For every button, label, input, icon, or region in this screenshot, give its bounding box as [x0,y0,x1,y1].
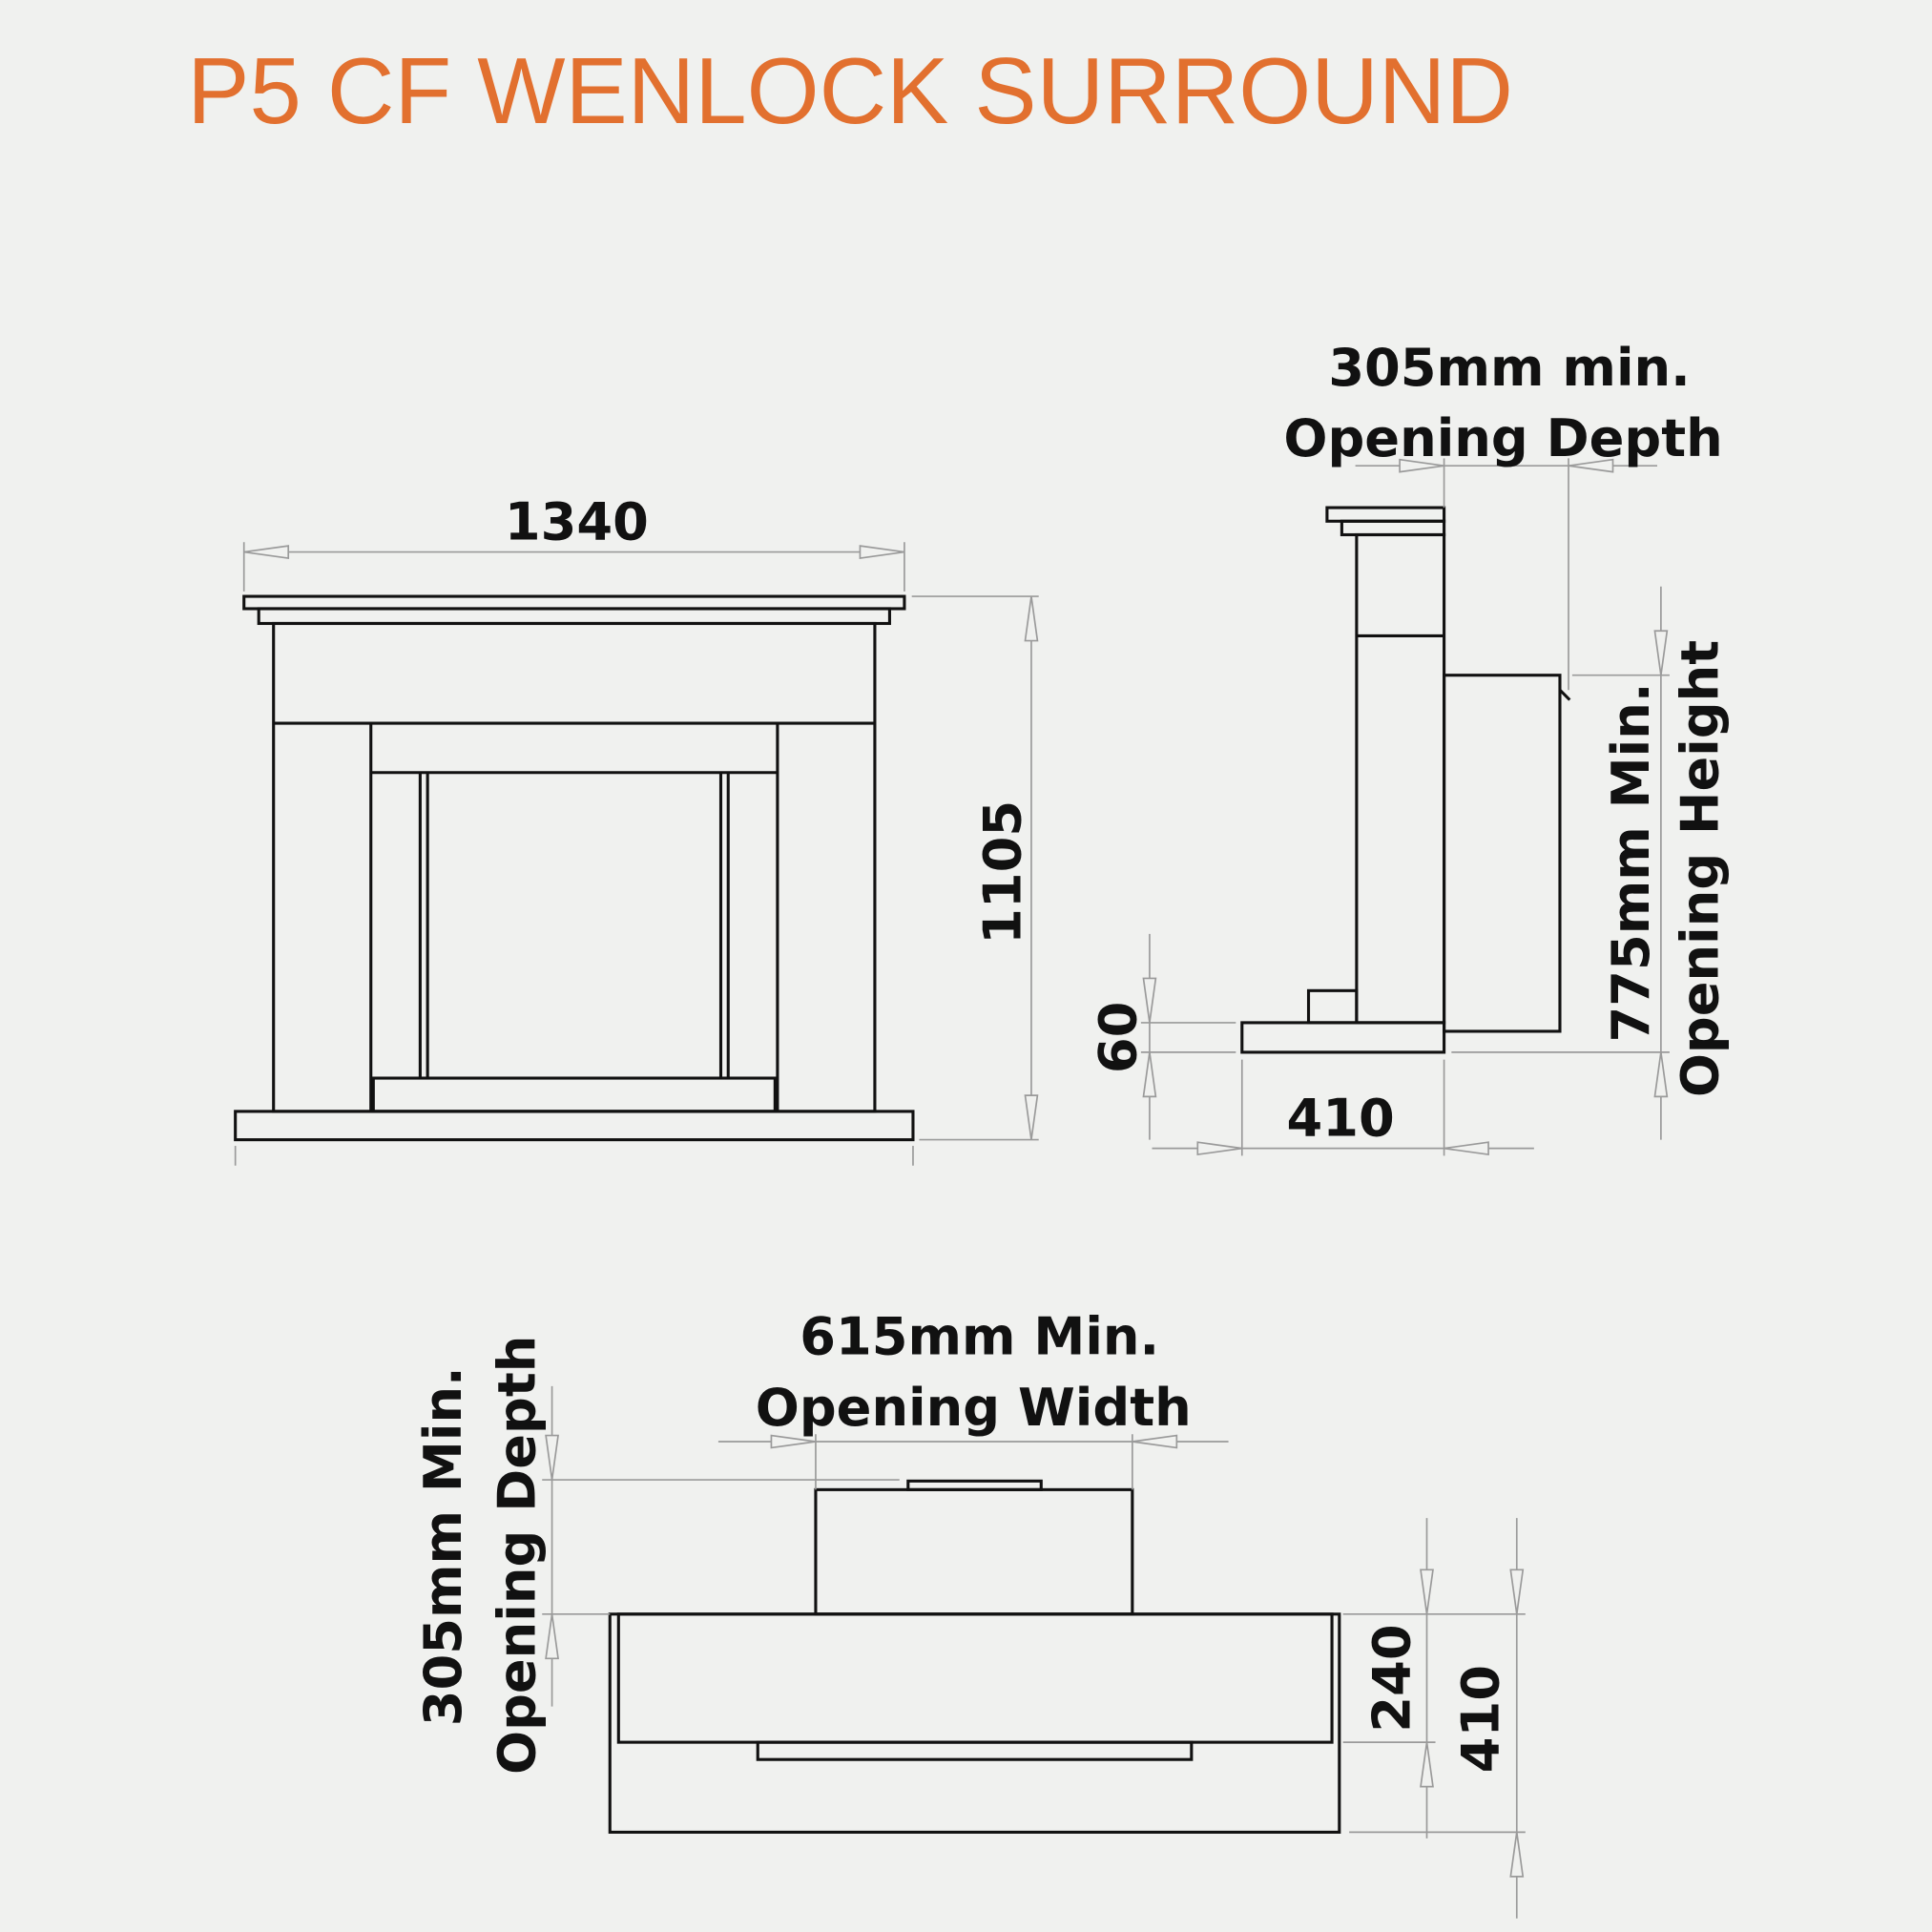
arrowhead-right [859,545,905,559]
plan-view: 615mm Min. Opening Width 305mm Min. Open… [413,1306,1526,1919]
hearth-thickness-label: 60 [1089,1002,1149,1073]
arrowhead-left [243,545,290,559]
arrowhead-up [1509,1832,1525,1878]
arrowhead-down [1653,630,1669,675]
arrowhead-down [1420,1568,1434,1614]
page-title: P5 CF WENLOCK SURROUND [187,38,1513,143]
plan-inner-hearth [756,1740,1194,1761]
hearth-depth-label: 410 [1286,1089,1394,1149]
dimension-arrows [243,458,1669,1878]
arrowhead-left [1568,458,1614,473]
hearth [234,1110,915,1142]
side-hearth [1240,1021,1446,1054]
opening-width-label-line2: Opening Width [756,1378,1192,1438]
tick-mark [1558,689,1571,701]
arrowhead-left [1132,1434,1178,1449]
arrowhead-right [1196,1141,1242,1156]
side-view: 305mm min. Opening Depth 775mm Min. Open… [1089,338,1730,1156]
firebox-opening [1443,674,1562,1033]
opening-width-label-line1: 615mm Min. [800,1306,1159,1366]
arrowhead-down [1024,1094,1039,1140]
plan-depth-label-line2: Opening Depth [487,1336,547,1775]
front-view: 1340 1105 [234,492,1039,1166]
arrowhead-up [545,1613,559,1660]
arrowhead-up [1024,595,1039,642]
width-label: 1340 [505,492,649,552]
arrowhead-right [770,1434,817,1449]
plan-depth-label-line1: 305mm Min. [413,1366,473,1726]
arrowhead-down [545,1434,559,1481]
arrowhead-down [1509,1568,1525,1614]
inner-depth-label: 240 [1361,1624,1422,1732]
arrowhead-up [1420,1742,1434,1788]
arrowhead-down [1142,977,1157,1024]
opening-height-label-line1: 775mm Min. [1601,683,1661,1043]
depth-label-line1: 305mm min. [1328,338,1690,398]
arrowhead-right [1399,458,1444,473]
arrowhead-up [1653,1051,1669,1098]
arrowhead-left [1444,1141,1489,1156]
height-label: 1105 [972,800,1032,945]
opening-height-label-line2: Opening Height [1670,640,1730,1097]
depth-label-line2: Opening Depth [1283,408,1722,468]
arrowhead-up [1142,1051,1157,1098]
total-depth-label: 410 [1450,1665,1510,1773]
